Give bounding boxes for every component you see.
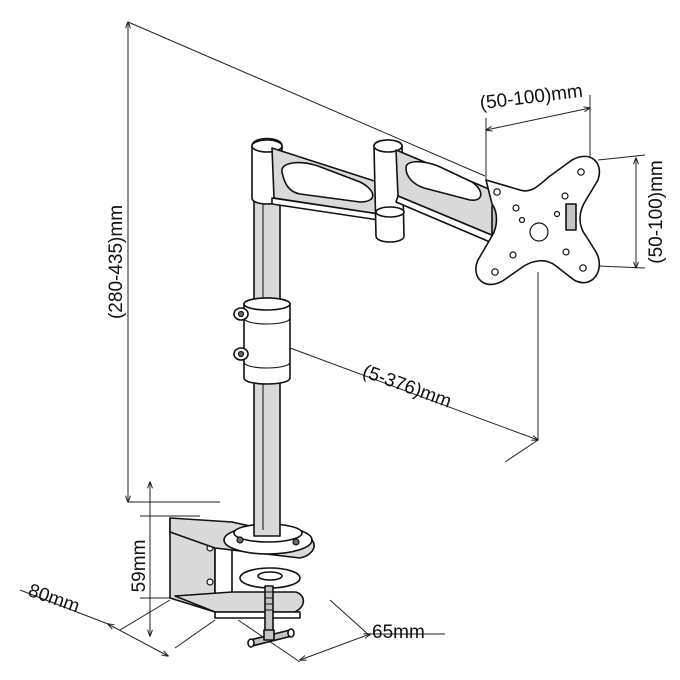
vesa-hole-bl-100 bbox=[491, 268, 499, 276]
vesa-v-extension-bottom bbox=[597, 265, 646, 269]
clamp-depth-leader bbox=[19, 589, 109, 625]
vesa-hole-br-100 bbox=[579, 264, 587, 272]
vesa-back-bracket bbox=[565, 203, 577, 231]
height-top-extension-line bbox=[127, 21, 486, 177]
arm-reach-label: (5-376)mm bbox=[360, 361, 454, 413]
first-arm-cutout bbox=[281, 161, 374, 203]
vesa-v-extension-top bbox=[597, 154, 646, 161]
vesa-mount-plate bbox=[475, 155, 601, 286]
vesa-vertical-label: (50-100)mm bbox=[646, 160, 667, 263]
flange-bolt-2 bbox=[292, 538, 300, 546]
clamp-pad-center bbox=[257, 571, 283, 581]
vesa-horizontal-label: (50-100)mm bbox=[479, 81, 584, 114]
reach-dimension-line bbox=[282, 345, 538, 440]
handle-hub bbox=[263, 629, 275, 641]
vesa-hole-tl-75 bbox=[512, 204, 520, 212]
clamp-depth-label: 80mm bbox=[25, 580, 82, 617]
vertical-pole bbox=[233, 137, 291, 537]
lock-screw-top-center bbox=[237, 310, 245, 318]
vesa-hole-tr-100 bbox=[577, 168, 585, 176]
height-collar bbox=[243, 297, 291, 385]
clamp-width-label: 65mm bbox=[372, 622, 425, 643]
clamp-screw bbox=[264, 585, 274, 633]
second-arm-cutout bbox=[405, 160, 482, 201]
vesa-hole-tl-100 bbox=[493, 188, 501, 196]
vesa-hole-tl-50 bbox=[518, 216, 526, 224]
clamp-depth-extension-a bbox=[119, 599, 171, 631]
desk-clamp bbox=[169, 517, 315, 648]
vesa-center-hole bbox=[529, 222, 549, 242]
reach-leader bbox=[504, 439, 539, 463]
handle-end-right bbox=[287, 628, 295, 638]
height-collar-top bbox=[243, 297, 291, 311]
clamp-width-extension-b bbox=[329, 599, 371, 637]
clamp-height-label: 59mm bbox=[129, 540, 150, 593]
collar-band-1 bbox=[243, 317, 291, 325]
lock-screw-bottom-center bbox=[237, 350, 245, 358]
clamp-bottom-plate bbox=[174, 591, 305, 613]
handle-end-left bbox=[247, 638, 255, 648]
vesa-hole-br-75 bbox=[562, 248, 570, 256]
height-range-label: (280-435)mm bbox=[106, 205, 127, 319]
dimension-lines bbox=[19, 21, 646, 663]
clamp-bottom-edge bbox=[214, 611, 301, 619]
elbow-ring bbox=[375, 206, 405, 218]
collar-band-2 bbox=[243, 361, 291, 369]
vesa-hole-tr-75 bbox=[561, 192, 569, 200]
elbow-top-cap bbox=[373, 139, 403, 153]
vesa-hole-tr-50 bbox=[553, 210, 561, 218]
clamp-depth-extension-b bbox=[174, 619, 216, 649]
articulating-arms bbox=[271, 139, 497, 243]
flange-bolt-1 bbox=[236, 536, 244, 544]
clamp-width-dimension-line bbox=[300, 634, 370, 660]
clamp-depth-dimension-line bbox=[108, 624, 168, 656]
clamp-hole-2 bbox=[206, 578, 214, 586]
vesa-horizontal-dimension-line bbox=[486, 108, 590, 130]
vesa-hole-bl-75 bbox=[509, 251, 517, 259]
